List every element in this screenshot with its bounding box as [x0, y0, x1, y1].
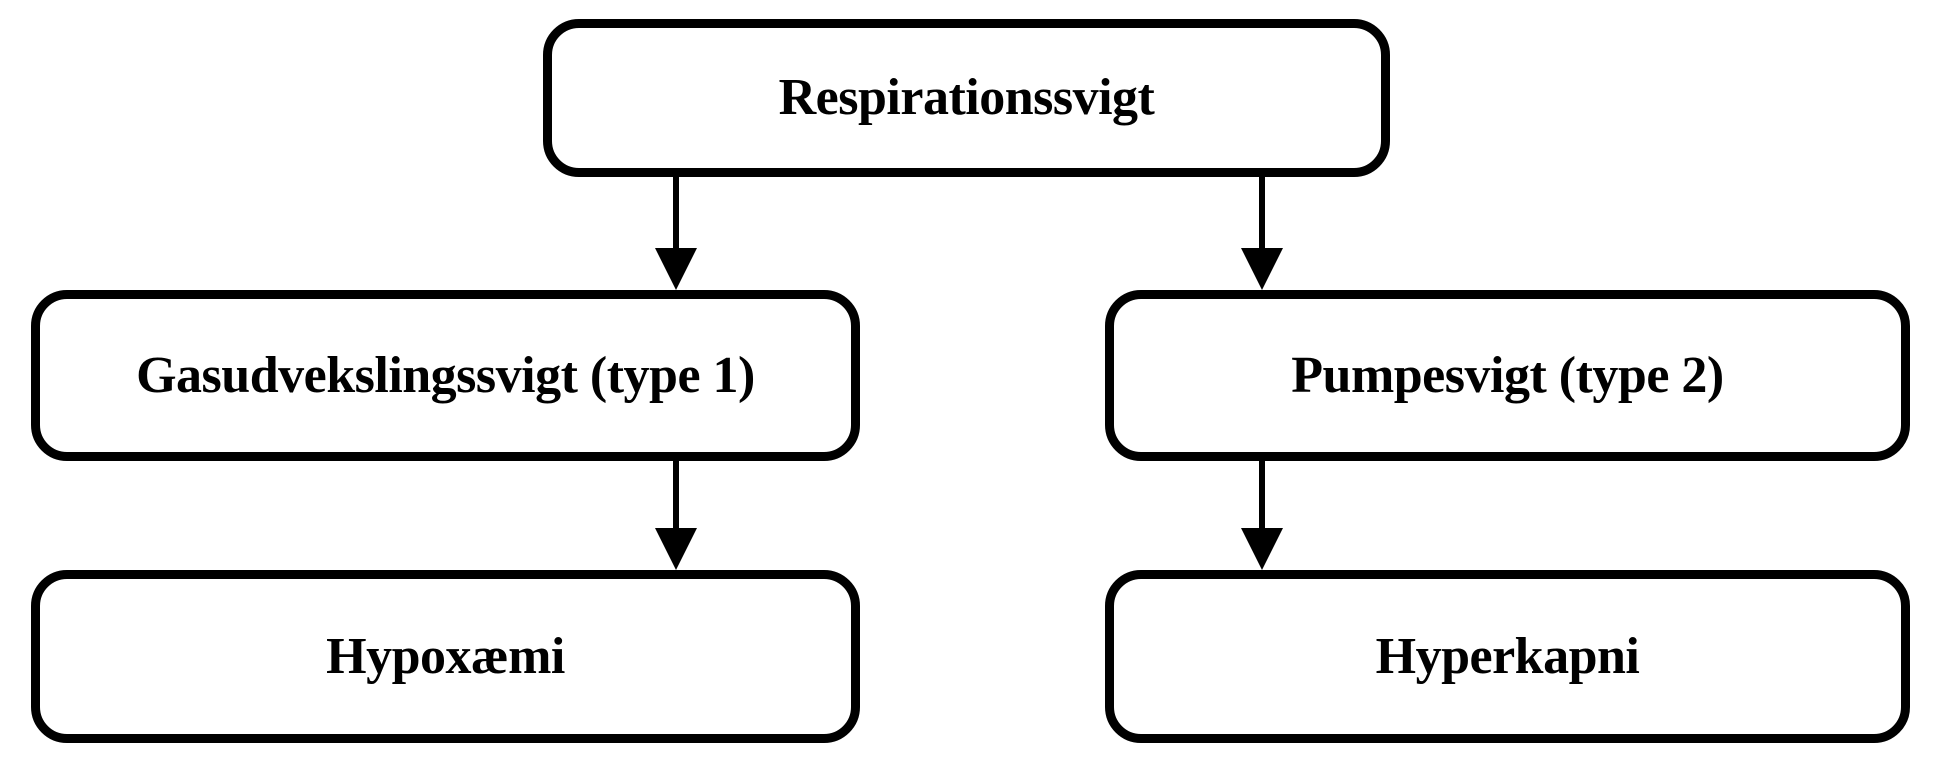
node-hyperkapni-label: Hyperkapni — [1375, 627, 1640, 685]
arrow-down-icon — [655, 528, 697, 570]
node-hypoxaemi-label: Hypoxæmi — [326, 627, 565, 685]
edge-line — [1259, 461, 1265, 528]
node-pumpesvigt-type2-label: Pumpesvigt (type 2) — [1291, 346, 1724, 404]
edge-line — [1259, 177, 1265, 248]
edge-line — [673, 177, 679, 248]
edge-type1-to-hypoxaemi — [655, 461, 697, 570]
node-pumpesvigt-type2: Pumpesvigt (type 2) — [1105, 290, 1910, 461]
node-hyperkapni: Hyperkapni — [1105, 570, 1910, 743]
arrow-down-icon — [1241, 528, 1283, 570]
node-gasudvekslingssvigt-type1-label: Gasudvekslingssvigt (type 1) — [136, 346, 755, 404]
edge-type2-to-hyperkapni — [1241, 461, 1283, 570]
edge-root-to-type1 — [655, 177, 697, 290]
node-hypoxaemi: Hypoxæmi — [31, 570, 860, 743]
arrow-down-icon — [1241, 248, 1283, 290]
node-gasudvekslingssvigt-type1: Gasudvekslingssvigt (type 1) — [31, 290, 860, 461]
edge-line — [673, 461, 679, 528]
node-respirationssvigt-label: Respirationssvigt — [778, 69, 1155, 127]
edge-root-to-type2 — [1241, 177, 1283, 290]
arrow-down-icon — [655, 248, 697, 290]
node-respirationssvigt: Respirationssvigt — [543, 19, 1390, 177]
